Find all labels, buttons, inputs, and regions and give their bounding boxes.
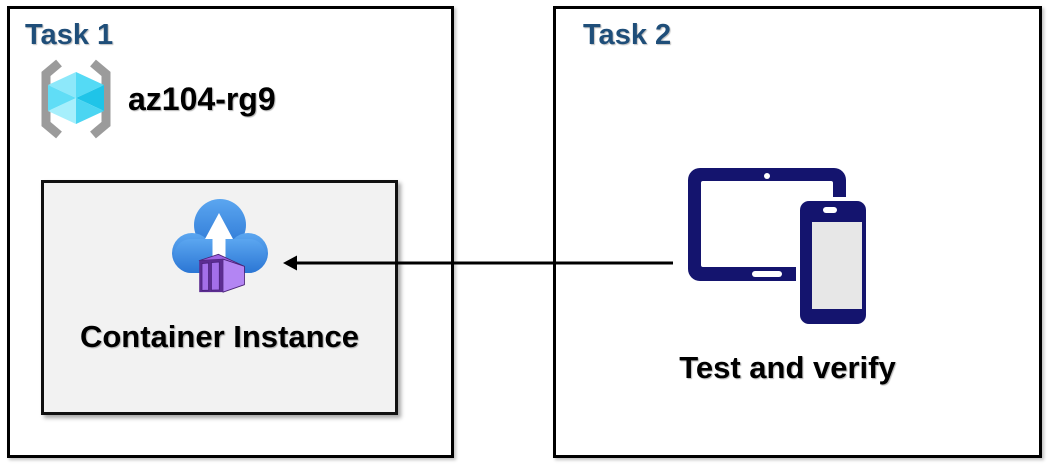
container-instance-icon: [171, 199, 268, 293]
tablet-home-button: [752, 271, 782, 277]
phone-screen: [812, 222, 862, 309]
container-instance-card: Container Instance: [41, 180, 398, 415]
test-and-verify-label: Test and verify: [679, 350, 896, 385]
container-box-shape: [198, 253, 245, 293]
upload-arrow-icon: [204, 213, 233, 269]
task1-title: Task 1: [25, 19, 114, 51]
resource-group-name: az104-rg9: [128, 81, 276, 117]
phone-speaker-slot: [823, 207, 837, 213]
tablet-camera-dot: [764, 173, 770, 179]
phone-icon: [800, 201, 866, 324]
task1-box: Task 1 az104-rg9: [7, 6, 454, 458]
resource-group-icon: [41, 59, 111, 139]
task2-title: Task 2: [583, 19, 672, 51]
task2-box: Task 2 Test and verify: [553, 6, 1042, 458]
container-instance-label: Container Instance: [79, 319, 360, 354]
